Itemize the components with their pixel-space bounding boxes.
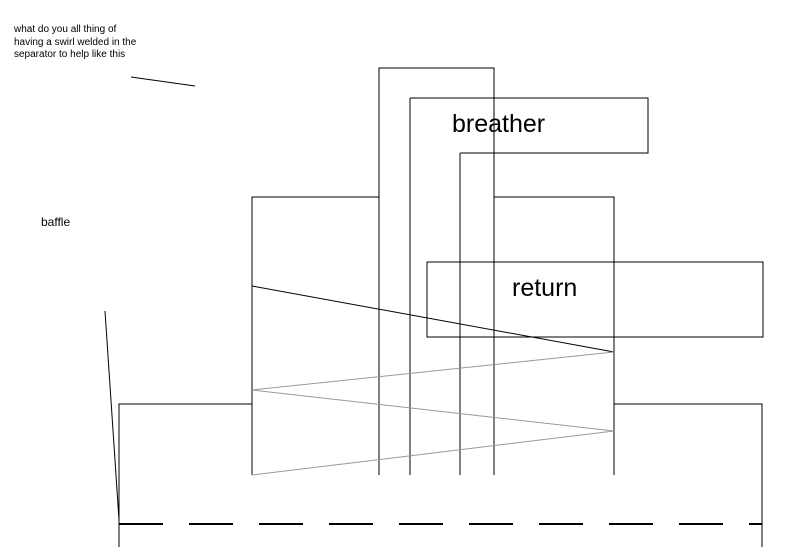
swirl-question-note: what do you all thing of having a swirl …: [14, 24, 137, 60]
separator-lower-outline: [118, 403, 763, 547]
note-pointer-line: [130, 76, 196, 87]
breather-box: [410, 97, 649, 154]
baffle-label: baffle: [41, 215, 71, 229]
return-label: return: [512, 274, 578, 302]
outer-breather-tube: [378, 67, 495, 475]
swirl-gray-segments: [251, 351, 615, 476]
baffle-line: [104, 310, 120, 521]
separator-upper-outline: [251, 196, 615, 475]
breather-label: breather: [452, 110, 546, 138]
return-box: [426, 261, 764, 338]
swirl-black-segment: [251, 285, 615, 353]
